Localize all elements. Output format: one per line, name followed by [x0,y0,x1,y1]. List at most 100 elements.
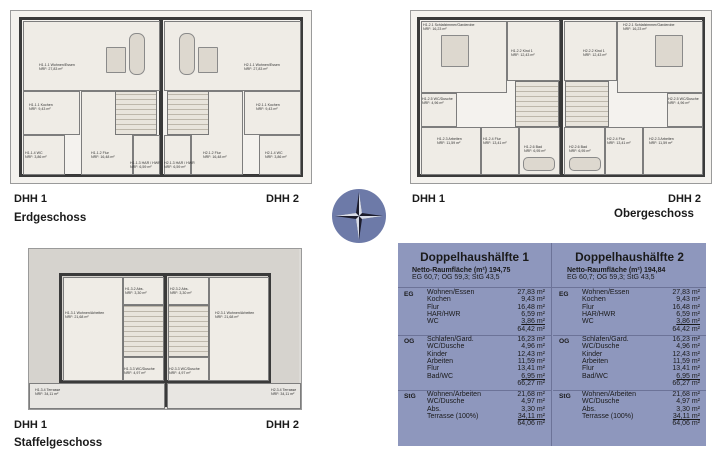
divider [398,335,551,336]
floor-title: Erdgeschoss [14,212,87,224]
table-header-dhh2: Doppelhaushälfte 2 Netto-Raumfläche (m²)… [553,245,706,286]
room-name: Wohnen/Essen [582,289,630,296]
room-area: 66,27 m² [517,379,545,387]
floor-code: OG [404,338,415,345]
area-row: Abs.3,30 m² [427,406,545,415]
room-area: 64,42 m² [672,325,700,333]
area-total-row: 64,42 m² [582,326,700,335]
room-flur [481,127,519,175]
divider [551,243,552,446]
room-name: Flur [582,303,595,311]
room-area: 11,59 m² [672,357,700,365]
room-name: Flur [582,365,595,373]
floor-code: EG [559,291,569,298]
area-row: Flur 13,41 m² [582,365,700,374]
area-row: Arbeiten 11,59 m² [582,358,700,367]
outer-wall [268,273,271,383]
room-area: 4,96 m² [521,343,545,351]
room-name: Kochen [427,296,451,304]
area-total-row: 64,06 m² [427,420,545,429]
room-area: 64,06 m² [517,420,545,428]
room-label: H1.3.2 Abs.NRF: 3,30 m² [125,287,147,295]
room-abs [123,277,164,305]
room-arbeiten [643,127,703,175]
room-area: 16,23 m² [672,336,700,343]
room-name: Bad/WC [427,372,454,380]
room-name: Arbeiten [582,357,609,365]
outer-wall [59,273,62,383]
divider [553,390,706,391]
area-row: Terrasse (100%)34,11 m² [427,413,545,422]
outer-wall [702,17,705,177]
room-area: 66,27 m² [672,379,700,387]
room-label: H2.3.2 Abs.NRF: 3,30 m² [170,287,192,295]
table-subtitle-2: EG 60,7; OG 59,3; StG 43,5 [567,274,655,281]
room-har-hwr [133,135,160,175]
floor-title: Obergeschoss [614,208,694,220]
outer-wall [300,17,303,177]
party-wall [163,273,167,407]
room-area: 11,59 m² [517,357,545,365]
party-wall [559,17,563,177]
sofa [106,47,126,73]
bathtub [569,157,601,171]
room-abs [168,277,209,305]
divider [398,287,706,288]
room-area: 64,42 m² [517,325,545,333]
room-name: Schlafen/Gard. [582,336,629,343]
area-total-row: 64,06 m² [582,420,700,429]
sofa [198,47,218,73]
room-area: 13,41 m² [517,365,545,373]
area-total-row: 66,27 m² [582,380,700,389]
table-subtitle: Netto-Raumfläche (m²) 194,75 [412,267,511,274]
staircase [167,91,209,135]
room-area: 13,41 m² [672,365,700,373]
divider [553,335,706,336]
area-total-row: 64,42 m² [427,326,545,335]
room-area: 9,43 m² [676,296,700,304]
room-kind [507,21,560,81]
staircase [115,91,157,135]
divider [398,390,551,391]
room-wohnen-arbeiten [209,277,269,381]
outer-wall [417,17,420,177]
room-name: WC [582,318,594,326]
room-name: Wohnen/Essen [427,289,475,296]
room-wc-dusche [421,93,457,127]
room-name: Kinder [427,350,448,358]
bathtub [523,157,555,171]
table-subtitle: Netto-Raumfläche (m²) 194,84 [567,267,666,274]
room-area: 4,97 m² [676,398,700,406]
